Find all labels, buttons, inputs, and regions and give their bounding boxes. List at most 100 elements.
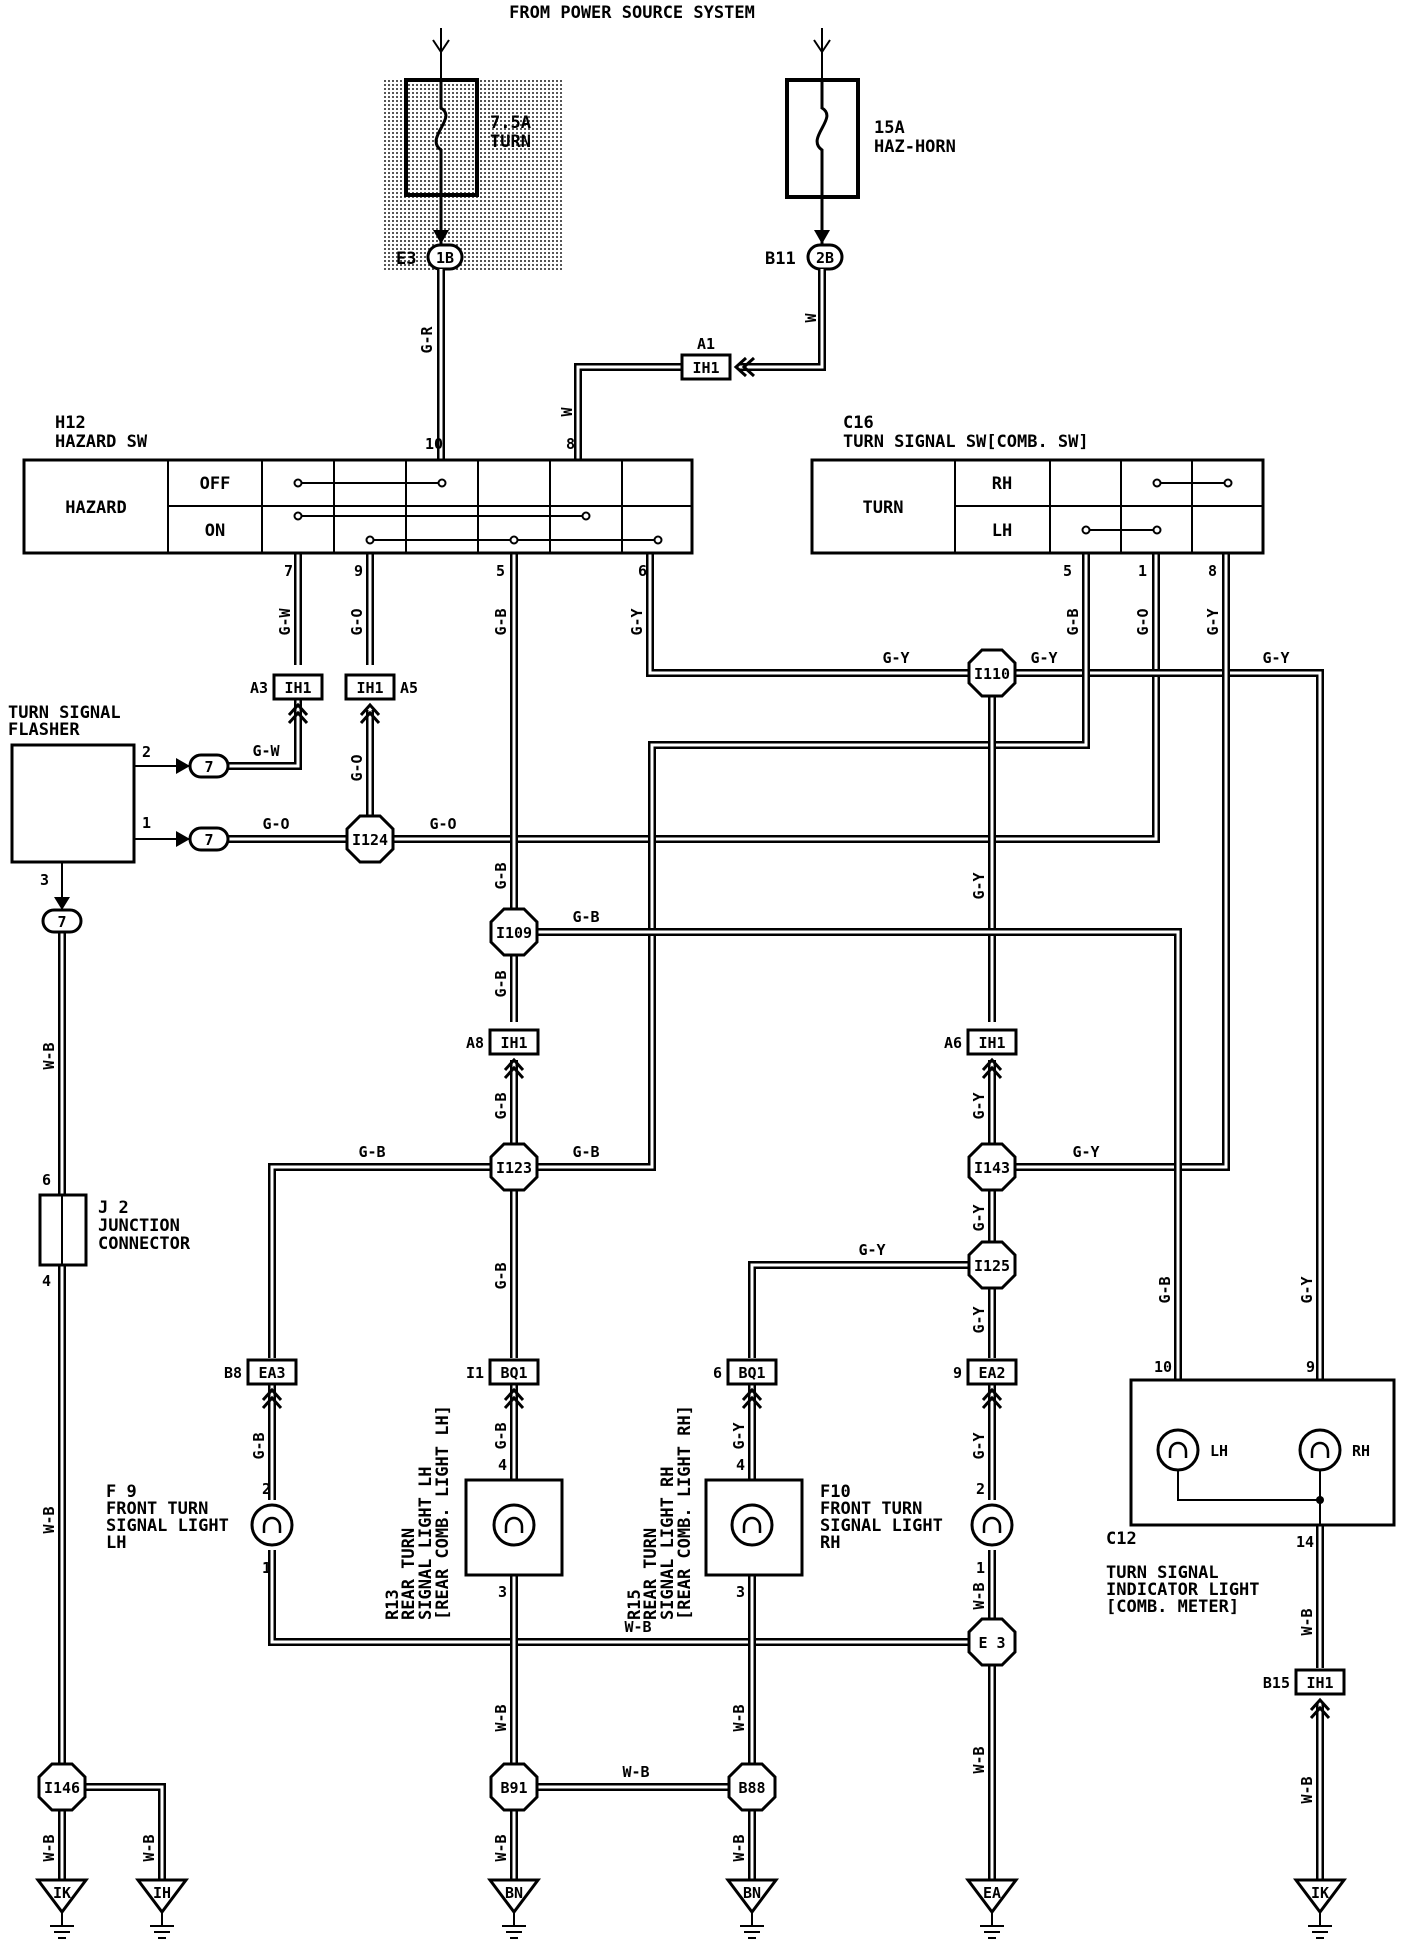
label-gy: G-Y [970, 1306, 988, 1333]
splice-label: I110 [974, 665, 1010, 683]
splice-label: I109 [496, 924, 532, 942]
flasher-line2: FLASHER [8, 720, 80, 740]
arrow-right-icon [176, 758, 190, 774]
wire-gb-6-inner [270, 1165, 492, 1358]
turn-pos-rh: RH [992, 474, 1012, 494]
fuse-haz-connector: B11 [765, 249, 796, 269]
wire-gy-2-outer [1014, 669, 1324, 1380]
c12-id: C12 [1106, 1529, 1137, 1549]
ground-triangle-2 [487, 1878, 541, 1915]
label-wb: W-B [40, 1834, 58, 1861]
conn-b8-id: B8 [224, 1364, 242, 1382]
splice-i123 [489, 1142, 539, 1192]
chevron-up-icon [503, 1065, 525, 1080]
wire-go-4-outer [392, 553, 1160, 843]
splice-label: B88 [738, 1779, 765, 1797]
r13-desc: REAR TURN [399, 1528, 419, 1620]
wire-gy-1-inner [648, 553, 970, 675]
label-gr: G-R [418, 325, 436, 353]
conn-a5-code: IH1 [356, 679, 383, 697]
conn-i1-box [488, 1358, 540, 1386]
hazard-pos-on: ON [205, 521, 225, 541]
conn-a8-id: A8 [466, 1034, 484, 1052]
fuse-symbol-icon [434, 80, 448, 195]
c12-internal-wire [1177, 1470, 1320, 1501]
conn-i1-code: BQ1 [500, 1364, 527, 1382]
ground-triangle-5 [1293, 1878, 1347, 1915]
chevron-up-icon [503, 1395, 525, 1410]
label-gy: G-Y [1072, 1143, 1099, 1161]
label-gb: G-B [492, 970, 510, 997]
turn-pin-5: 5 [1063, 562, 1072, 580]
chevron-up-icon [741, 1387, 763, 1402]
chevron-up-icon [359, 710, 381, 725]
fuse-turn: 7.5A TURN 1B E3 [384, 28, 564, 271]
conn-i1-id: I1 [466, 1364, 484, 1382]
label-wb: W-B [40, 1506, 58, 1533]
arrow-down-icon [814, 230, 830, 244]
fuse-haz-rating: 15A [874, 118, 905, 138]
hazard-switch: H12 HAZARD SW HAZARD OFF ON 10 8 7 9 5 6 [22, 413, 694, 580]
conn-6-code: BQ1 [738, 1364, 765, 1382]
j2-line2: CONNECTOR [98, 1234, 191, 1254]
c12-desc: TURN SIGNAL [1106, 1563, 1219, 1583]
junction-connector-j2: 6 4 J 2 JUNCTION CONNECTOR [38, 1171, 191, 1290]
conn-9-code: EA2 [978, 1364, 1005, 1382]
ground-label-4: EA [983, 1884, 1001, 1902]
fuse-haz-pin: 2B [816, 249, 834, 267]
chevron-up-icon [1309, 1705, 1331, 1720]
fuse-turn-name: TURN [490, 132, 531, 152]
label-gb: G-B [572, 1143, 599, 1161]
ground-label-1: IH [153, 1884, 171, 1902]
chevron-up-icon [261, 1395, 283, 1410]
label-wb: W-B [1298, 1776, 1316, 1803]
turn-pin-8: 8 [1208, 562, 1217, 580]
splice-b91 [489, 1762, 539, 1812]
r15-pin-4: 4 [736, 1456, 745, 1474]
conn-a3-box [272, 673, 324, 701]
splice-label: I143 [974, 1159, 1010, 1177]
conn-a6-id: A6 [944, 1034, 962, 1052]
bulb-c12-rh-icon [1298, 1428, 1342, 1472]
chevron-up-icon [261, 1387, 283, 1402]
wire-wb-11-outer [84, 1783, 166, 1880]
arrow-down-icon [813, 39, 831, 54]
arrow-down-icon [54, 897, 70, 910]
hazard-pin-10: 10 [425, 435, 443, 453]
label-wb: W-B [622, 1763, 649, 1781]
r15-desc: REAR TURN [641, 1528, 661, 1620]
f9-pin-2: 2 [262, 1480, 271, 1498]
label-gy: G-Y [970, 872, 988, 899]
c12-lamp-lh: LH [1210, 1442, 1228, 1460]
c12-desc: [COMB. METER] [1106, 1597, 1239, 1617]
c12-pin-10: 10 [1154, 1358, 1172, 1376]
label-gy: G-Y [858, 1241, 885, 1259]
wire-gy-7-inner [750, 1263, 970, 1358]
c12-node [1316, 1496, 1324, 1504]
fuse-turn-connector: E3 [396, 249, 416, 269]
wire-gy-3-outer [1014, 553, 1230, 1171]
wire-group [58, 269, 1324, 1880]
conn-6-id: 6 [713, 1364, 722, 1382]
label-gy: G-Y [882, 649, 909, 667]
turn-label: TURN [863, 498, 904, 518]
wire-wb-11-inner [84, 1785, 164, 1880]
splice-i109 [489, 907, 539, 957]
fuse-symbol-icon [815, 80, 829, 197]
r15-id: R15 [625, 1589, 645, 1620]
conn-a8-box [488, 1028, 540, 1056]
chevron-up-icon [503, 1057, 525, 1072]
bulb-r13-filament-icon [504, 1516, 524, 1528]
fuse-shading [384, 80, 564, 270]
r13-desc: SIGNAL LIGHT LH [416, 1466, 436, 1620]
label-gb: G-B [492, 1262, 510, 1289]
r13-id: R13 [383, 1589, 403, 1620]
label-gy: G-Y [970, 1432, 988, 1459]
wire-gy-2-inner [1014, 671, 1322, 1380]
label-wb: W-B [970, 1582, 988, 1609]
flasher-conn-2: 7 [204, 758, 213, 776]
label-gb: G-B [250, 1432, 268, 1459]
chevron-up-icon [287, 710, 309, 725]
